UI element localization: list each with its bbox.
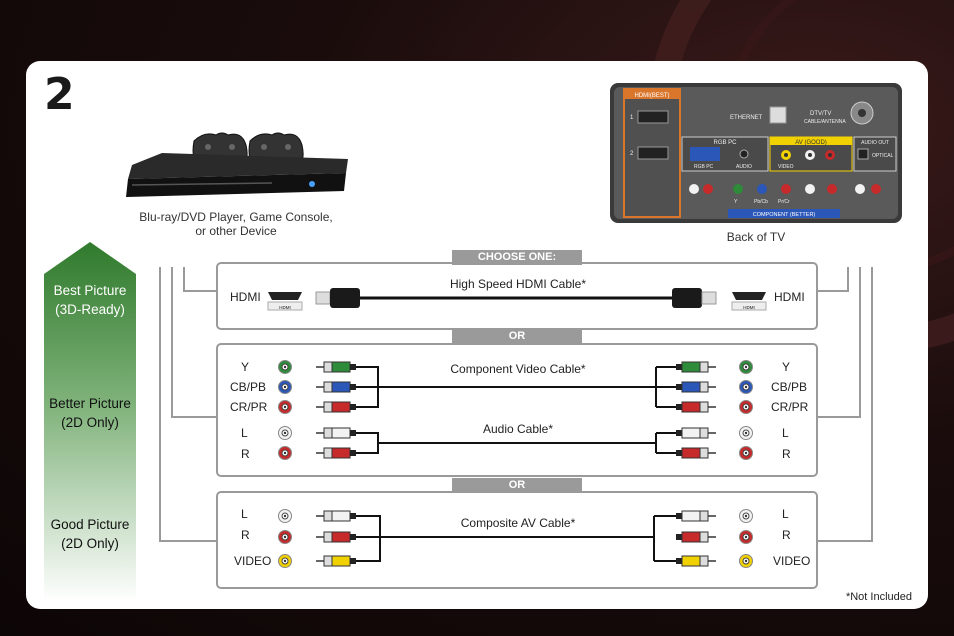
tv-label-y: Y [734,199,738,205]
rca-plug-icon [316,427,356,439]
rca-plug-icon [316,555,356,567]
rca-plug-icon [316,401,356,413]
component-label-pr-left: CR/PR [230,400,268,414]
rca-plug-icon [676,427,716,439]
hdmi-right-label: HDMI [774,290,805,304]
or-tab: OR [452,329,582,344]
tv-label-audio: AUDIO [736,164,752,170]
component-panel [216,343,818,477]
rca-plug-icon [316,531,356,543]
rca-plug-icon [676,401,716,413]
rca-plug-icon [316,361,356,373]
composite-label-video-right: VIDEO [773,554,811,568]
quality-good-line2: (2D Only) [61,536,119,551]
composite-label-r-right: R [782,528,791,542]
component-label-y-left: Y [241,360,250,374]
component-cable-label: Component Video Cable* [450,362,586,376]
rca-plug-icon [676,555,716,567]
audio-label-l-left: L [241,426,248,440]
hdmi-cable-diagram: HDMI HDMI [267,288,767,311]
instruction-card: 2 Blu-ray/DVD Player, Game Console, or o… [26,61,928,609]
device-caption-line1: Blu-ray/DVD Player, Game Console, [139,210,333,224]
hdmi-port-icon: HDMI [267,292,303,311]
rca-plug-icon [316,447,356,459]
hdmi-port-icon [637,146,669,160]
ethernet-port-icon [769,106,787,124]
composite-label-l-left: L [241,507,248,521]
rca-plug-icon [676,447,716,459]
vga-port-icon [690,147,720,161]
quality-arrow [44,242,136,602]
tv-label-hdmi-best: HDMI(BEST) [635,93,670,99]
rca-plug-icon [676,381,716,393]
device-caption: Blu-ray/DVD Player, Game Console, or oth… [126,210,346,238]
tv-label-cable-antenna: CABLE/ANTENNA [804,119,846,125]
component-label-pb-left: CB/PB [230,380,267,394]
quality-best-line1: Best Picture [53,283,127,298]
tv-label-dtv: DTV/TV [810,111,831,117]
or-tab: OR [452,478,582,493]
audio-port-icon [739,149,749,159]
optical-port-icon [857,148,869,160]
quality-better: Better Picture (2D Only) [44,394,136,432]
quality-best: Best Picture (3D-Ready) [44,281,136,319]
tv-label-pr: Pr/Cr [778,199,790,205]
choose-one-tab: CHOOSE ONE: [452,250,582,265]
quality-best-line2: (3D-Ready) [55,302,125,317]
composite-cable-label: Composite AV Cable* [460,516,576,530]
component-label-pb-right: CB/PB [771,380,808,394]
rca-cable-diagram [278,360,753,568]
tv-label-optical: OPTICAL [872,153,894,159]
tv-label-audio-out: AUDIO OUT [861,140,889,146]
hdmi-port-icon: HDMI [731,292,767,311]
tv-label-video: VIDEO [778,164,794,170]
audio-label-r-right: R [782,447,791,461]
quality-better-line1: Better Picture [49,396,131,411]
tv-label-rgb-pc: RGB PC [713,140,737,146]
tv-label-ethernet: ETHERNET [730,115,763,121]
device-illustration [126,132,348,197]
hdmi-port-icon [637,110,669,124]
hdmi-cable-label: High Speed HDMI Cable* [449,277,587,291]
tv-label-port1: 1 [630,115,634,121]
tv-label-component-better: COMPONENT (BETTER) [753,212,816,218]
connector-lines [159,267,873,542]
component-label-y-right: Y [782,360,791,374]
hdmi-port-text: HDMI [279,305,291,310]
composite-label-l-right: L [782,507,789,521]
hdmi-plug-icon [315,288,717,308]
rca-plug-icon [316,510,356,522]
not-included-note: *Not Included [845,591,912,603]
tv-back-panel: HDMI(BEST) 1 2 ETHERNET DTV/TV CABLE/ANT… [610,83,902,223]
composite-label-video-left: VIDEO [234,554,272,568]
quality-good: Good Picture (2D Only) [44,515,136,553]
tv-label-rgb-pc-port: RGB PC [694,164,714,170]
hdmi-port-text: HDMI [743,305,755,310]
step-number: 2 [44,69,75,120]
component-label-pr-right: CR/PR [771,400,809,414]
rca-plug-icon [676,531,716,543]
tv-label-port2: 2 [630,151,634,157]
tv-label-av-good: AV (GOOD) [795,140,827,146]
player-box-icon [126,153,348,197]
rca-plug-icon [676,510,716,522]
quality-good-line1: Good Picture [50,517,130,532]
composite-label-r-left: R [241,528,250,542]
tv-caption: Back of TV [726,230,786,244]
hdmi-left-label: HDMI [230,290,261,304]
audio-label-l-right: L [782,426,789,440]
tv-label-pb: Pb/Cb [754,199,768,205]
device-caption-line2: or other Device [195,224,277,238]
audio-cable-label: Audio Cable* [482,422,554,436]
rca-plug-icon [316,381,356,393]
rca-plug-icon [676,361,716,373]
audio-label-r-left: R [241,447,250,461]
quality-better-line2: (2D Only) [61,415,119,430]
